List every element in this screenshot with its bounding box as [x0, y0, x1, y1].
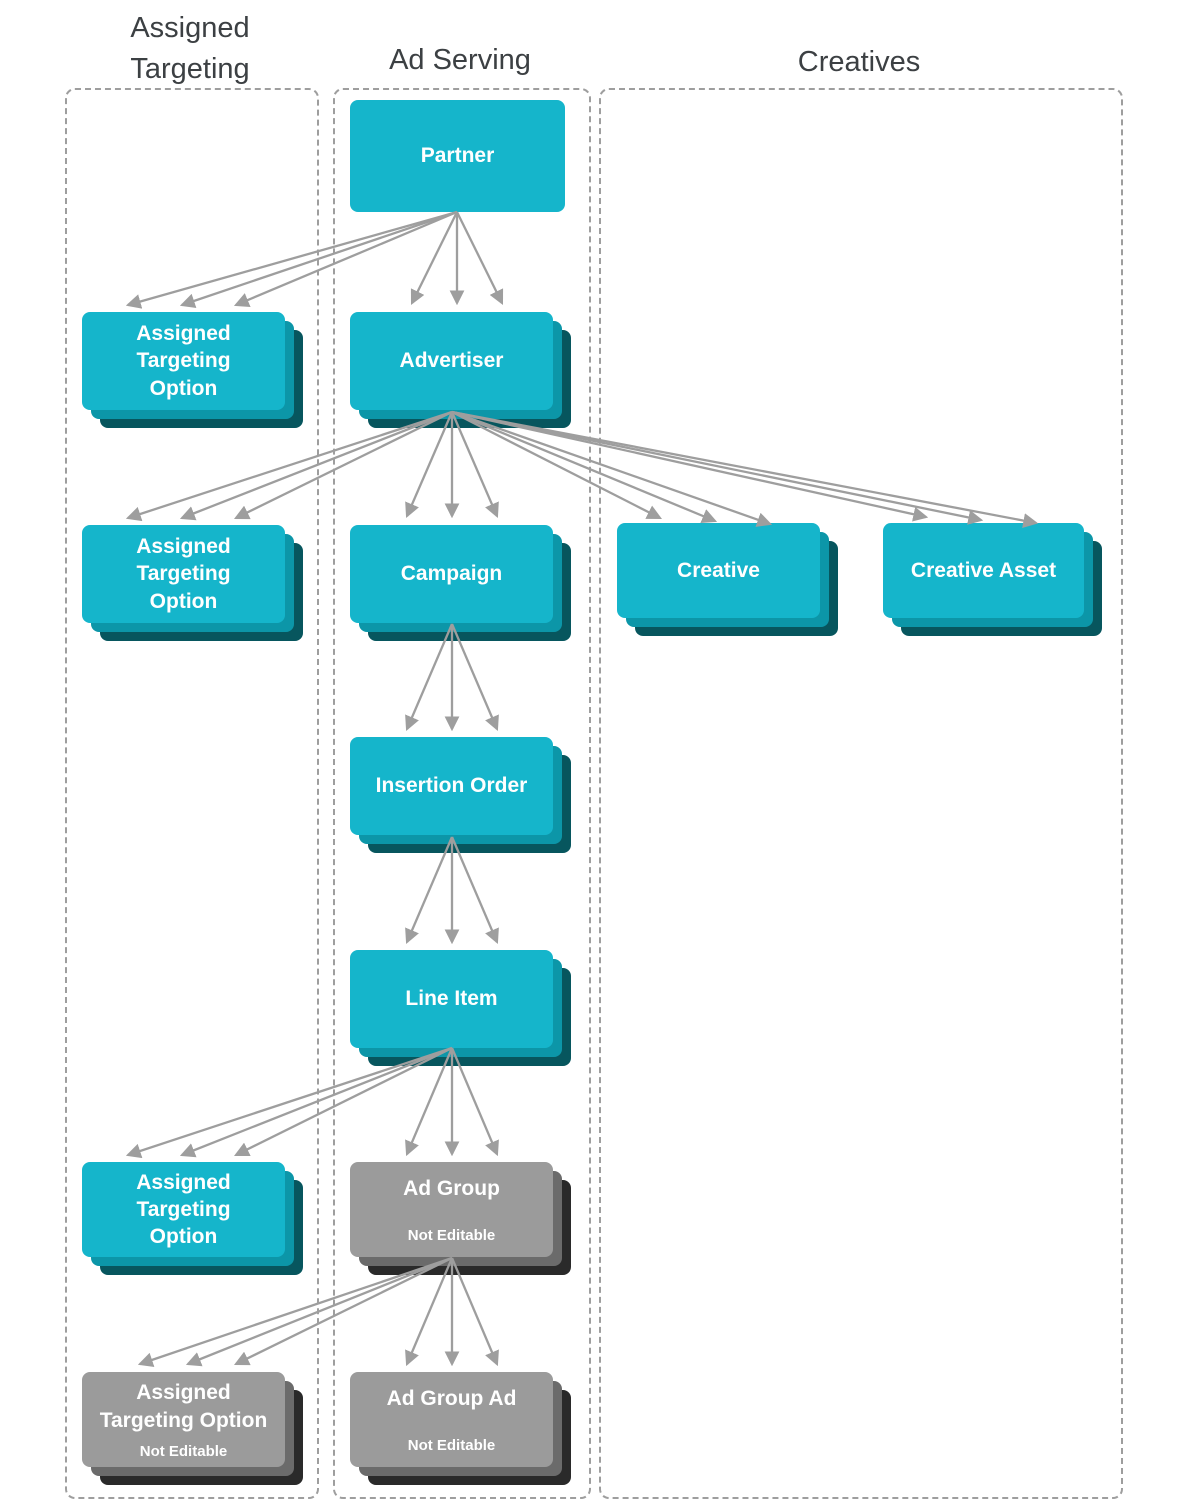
node-assigned-targeting-option-label: Assigned Targeting Option — [99, 1381, 268, 1432]
node-assigned-targeting-option-label: Assigned Targeting Option — [136, 1170, 231, 1249]
node-advertiser-label: Advertiser — [399, 349, 504, 373]
node-assigned-targeting-option-label: Assigned Targeting Option — [136, 322, 231, 400]
node-ad-group-ad: Ad Group Ad Not Editable — [350, 1372, 553, 1467]
node-creative-asset-label: Creative Asset — [910, 558, 1057, 582]
column-ad-serving — [333, 88, 591, 1499]
node-campaign: Campaign — [350, 525, 553, 623]
node-advertiser: Advertiser — [350, 312, 553, 410]
node-ad-group-sublabel: Not Editable — [407, 1226, 496, 1244]
node-partner: Partner — [350, 100, 565, 212]
node-campaign-label: Campaign — [400, 562, 503, 586]
node-ad-group: Ad Group Not Editable — [350, 1162, 553, 1257]
node-assigned-targeting-option-label: Assigned Targeting Option — [136, 535, 231, 613]
node-partner-label: Partner — [420, 144, 495, 168]
node-assigned-targeting-option-advertiser: Assigned Targeting Option — [82, 525, 285, 623]
node-assigned-targeting-option-ad-group: Assigned Targeting Option Not Editable — [82, 1372, 285, 1467]
column-creatives — [599, 88, 1123, 1499]
column-header-ad-serving: Ad Serving — [389, 44, 531, 76]
node-insertion-order: Insertion Order — [350, 737, 553, 835]
node-line-item: Line Item — [350, 950, 553, 1048]
node-insertion-order-label: Insertion Order — [375, 774, 528, 798]
node-creative-asset: Creative Asset — [883, 523, 1084, 618]
node-creative: Creative — [617, 523, 820, 618]
node-assigned-targeting-option-line-item: Assigned Targeting Option — [82, 1162, 285, 1257]
node-assigned-targeting-option-sublabel: Not Editable — [139, 1442, 228, 1460]
column-assigned-targeting — [65, 88, 319, 1499]
column-header-assigned-targeting: Assigned Targeting — [130, 12, 250, 86]
node-ad-group-ad-sublabel: Not Editable — [407, 1436, 496, 1454]
node-ad-group-label: Ad Group — [403, 1177, 500, 1201]
column-header-creatives: Creatives — [797, 46, 921, 78]
node-assigned-targeting-option-partner: Assigned Targeting Option — [82, 312, 285, 410]
node-ad-group-ad-label: Ad Group Ad — [386, 1387, 517, 1411]
node-line-item-label: Line Item — [405, 987, 498, 1011]
node-creative-label: Creative — [677, 558, 760, 582]
